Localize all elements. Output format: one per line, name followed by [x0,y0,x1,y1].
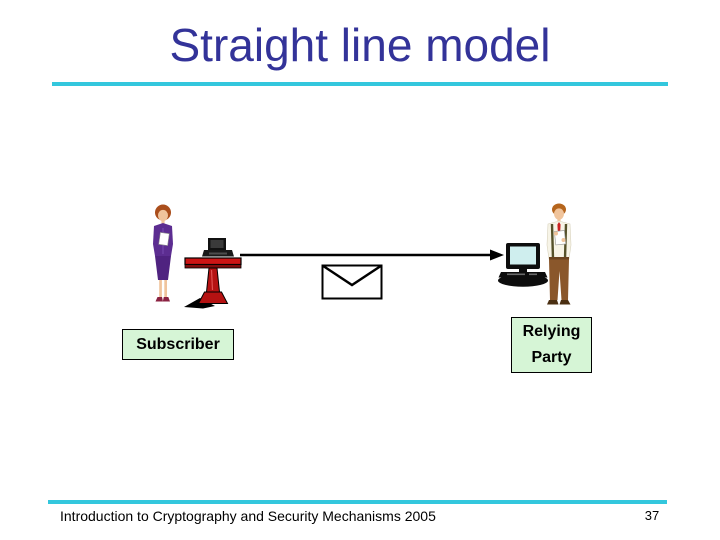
envelope-icon [321,264,383,300]
slide-title: Straight line model [169,19,551,71]
right-arrow-icon [240,249,504,261]
subscriber-label: Subscriber [122,329,234,360]
woman-holding-document-icon [153,204,173,302]
man-holding-document-icon [546,203,572,305]
title-divider-line [52,82,668,86]
laptop-on-pedestal-table-icon [184,238,242,309]
footer-divider-line [48,500,667,504]
page-number: 37 [644,508,660,523]
relying-party-label: Relying Party [511,317,592,373]
desktop-computer-icon [498,243,548,287]
footer-text: Introduction to Cryptography and Securit… [60,508,436,524]
